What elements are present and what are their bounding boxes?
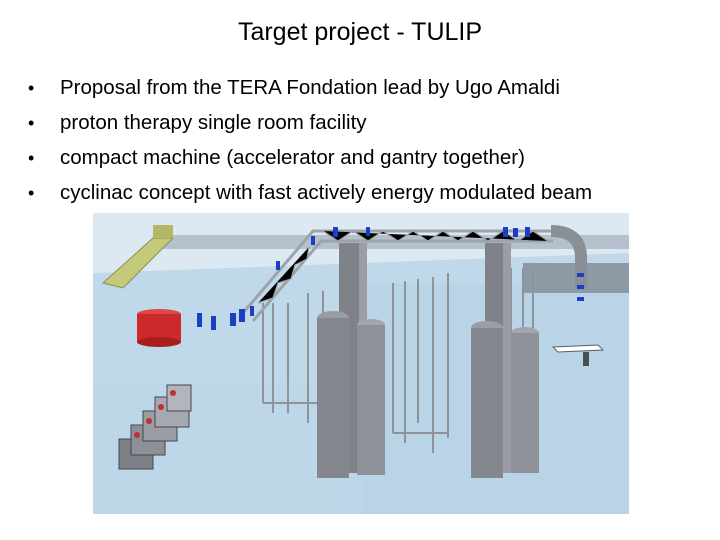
bullet-item: • compact machine (accelerator and gantry… (28, 140, 708, 175)
truss-lattice (257, 230, 549, 304)
rf-modules (118, 384, 192, 470)
bullet-text: Proposal from the TERA Fondation lead by… (60, 76, 560, 99)
bullet-item: • cyclinac concept with fast actively ene… (28, 175, 708, 210)
beamline-magnets (197, 227, 584, 330)
bullet-list: • Proposal from the TERA Fondation lead b… (28, 70, 708, 210)
bullet-text: compact machine (accelerator and gantry … (60, 146, 525, 169)
facility-illustration (93, 213, 629, 514)
bullet-dot: • (28, 78, 35, 98)
bullet-item: • Proposal from the TERA Fondation lead b… (28, 70, 708, 105)
bullet-dot: • (28, 183, 35, 203)
bullet-text: proton therapy single room facility (60, 111, 367, 134)
couch-support (583, 352, 589, 366)
patient-couch (551, 344, 605, 353)
slide-title: Target project - TULIP (237, 18, 483, 46)
tulip-facility-rendering (93, 213, 629, 514)
bullet-dot: • (28, 148, 35, 168)
bullet-item: • proton therapy single room facility (28, 105, 708, 140)
bullet-dot: • (28, 113, 35, 133)
platform-end (153, 225, 173, 238)
tank-bottom (137, 337, 181, 347)
gantry-pillars (317, 243, 539, 478)
gantry-bend (550, 225, 587, 288)
bullet-text: cyclinac concept with fast actively ener… (60, 181, 593, 204)
